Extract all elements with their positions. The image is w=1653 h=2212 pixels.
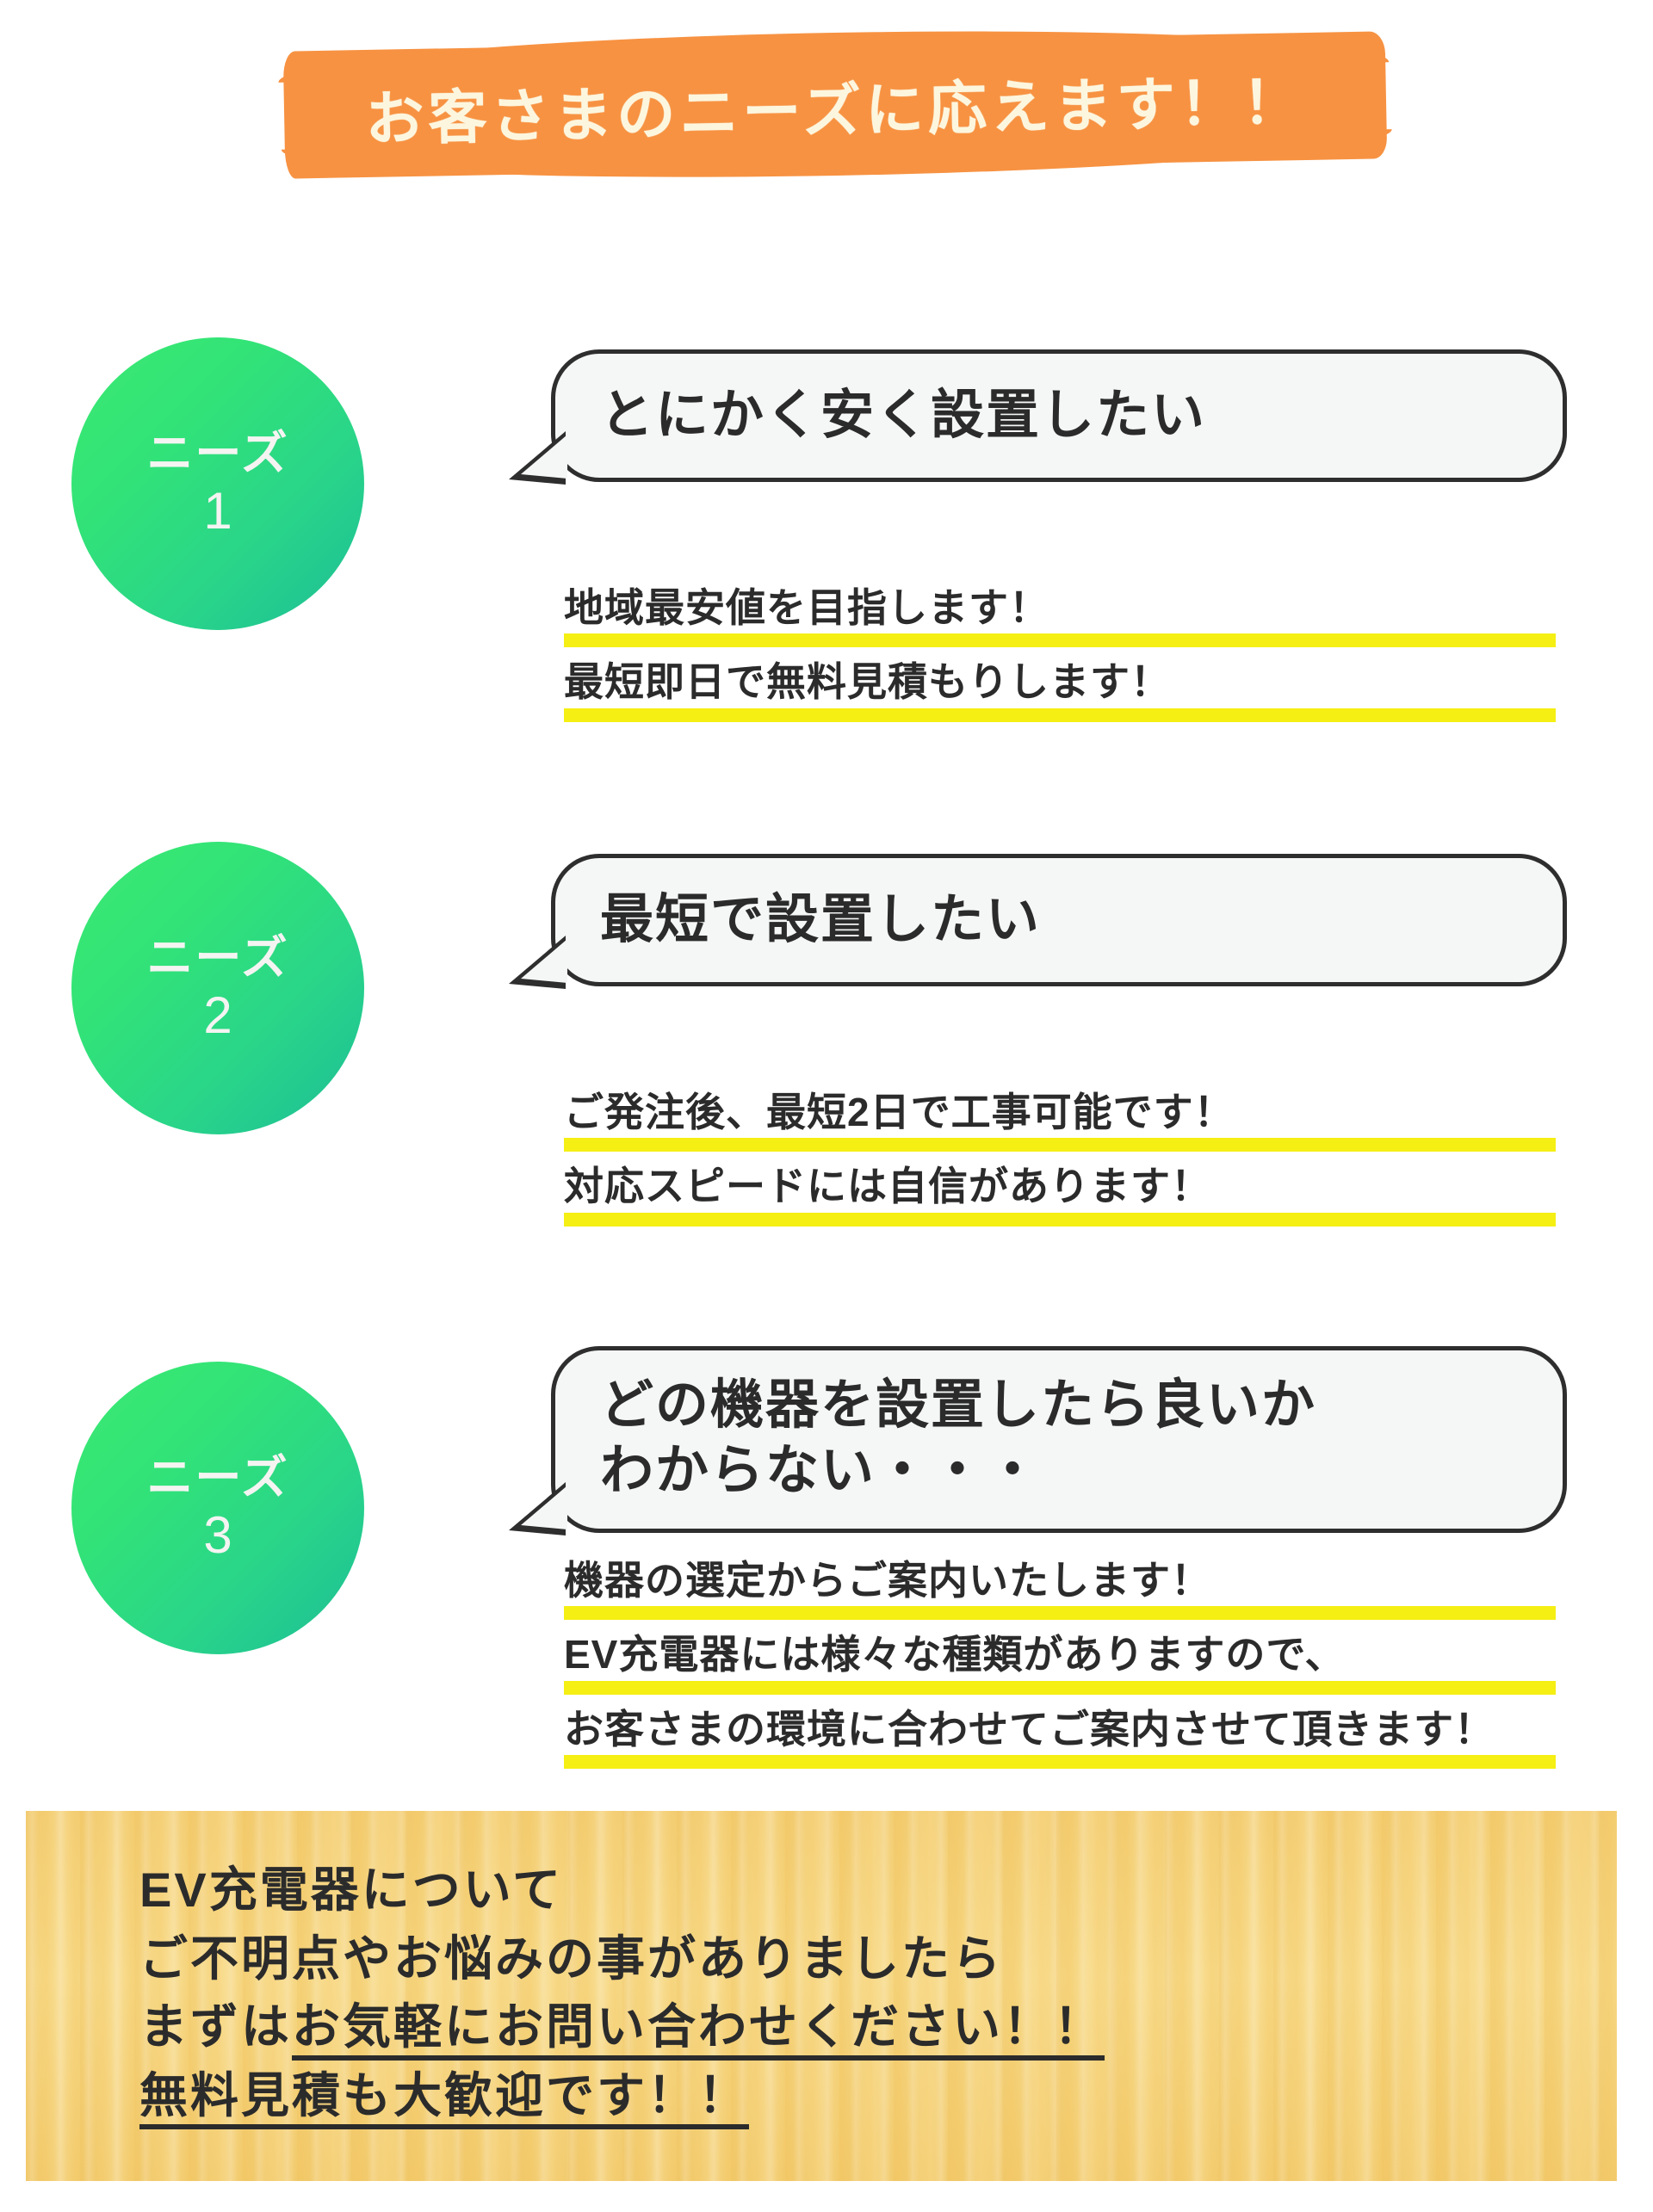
- cta-line-1: EV充電器について: [139, 1863, 564, 1917]
- need-points-1: 地域最安値を目指します！ 最短即日で無料見積もりします！: [564, 587, 1556, 736]
- need-badge-label: ニーズ: [146, 428, 289, 479]
- cta-line-4-emphasis: 無料見積も大歓迎です！！: [139, 2067, 749, 2129]
- cta-line-3: まずはお気軽にお問い合わせください！！: [139, 1993, 1617, 2061]
- need-point: 最短即日で無料見積もりします！: [564, 661, 1556, 722]
- need-badge-label: ニーズ: [146, 932, 289, 984]
- need-badge-number: 3: [203, 1506, 232, 1564]
- need-point: 機器の選定からご案内いたします！: [564, 1560, 1556, 1621]
- bubble-line: わからない・・・: [600, 1440, 1042, 1500]
- bubble-tail-fill: [521, 938, 567, 983]
- need-badge-1: ニーズ 1: [71, 337, 364, 630]
- need-point: 対応スピードには自信があります！: [564, 1165, 1556, 1226]
- page-title: お客さまのニーズに応えます！！: [364, 69, 1306, 152]
- contact-cta-box: EV充電器について ご不明点やお悩みの事がありましたら まずはお気軽にお問い合わ…: [26, 1811, 1617, 2181]
- need-points-2: ご発注後、最短2日で工事可能です！ 対応スピードには自信があります！: [564, 1091, 1556, 1240]
- header-banner: お客さまのニーズに応えます！！: [282, 31, 1388, 179]
- need-point: お客さまの環境に合わせてご案内させて頂きます！: [564, 1708, 1556, 1770]
- bubble-line: どの機器を設置したら良いか: [600, 1375, 1317, 1435]
- need-point: ご発注後、最短2日で工事可能です！: [564, 1091, 1556, 1152]
- need-badge-number: 1: [203, 482, 232, 540]
- bubble-tail-fill: [521, 1486, 567, 1530]
- need-point: EV充電器には様々な種類がありますので、: [564, 1634, 1556, 1695]
- need-badge-2: ニーズ 2: [71, 842, 364, 1134]
- need-badge-number: 2: [203, 986, 232, 1044]
- bubble-tail-fill: [521, 434, 567, 479]
- bubble-line: 最短で設置したい: [600, 890, 1042, 949]
- need-bubble-1: とにかく安く設置したい: [509, 349, 1567, 485]
- need-bubble-2: 最短で設置したい: [509, 854, 1567, 989]
- cta-line-4: 無料見積も大歓迎です！！: [139, 2061, 1617, 2130]
- need-bubble-3: どの機器を設置したら良いか わからない・・・: [509, 1346, 1567, 1536]
- bubble-line: とにかく安く設置したい: [600, 386, 1207, 445]
- cta-line-2: ご不明点やお悩みの事がありましたら: [139, 1931, 1003, 1986]
- cta-line-3-emphasis: お気軽にお問い合わせください！！: [292, 1999, 1105, 2061]
- need-badge-3: ニーズ 3: [71, 1362, 364, 1654]
- cta-line-3-plain: まずは: [139, 1999, 292, 2054]
- need-points-3: 機器の選定からご案内いたします！ EV充電器には様々な種類がありますので、 お客…: [564, 1560, 1556, 1783]
- need-badge-label: ニーズ: [146, 1452, 289, 1504]
- need-point: 地域最安値を目指します！: [564, 587, 1556, 648]
